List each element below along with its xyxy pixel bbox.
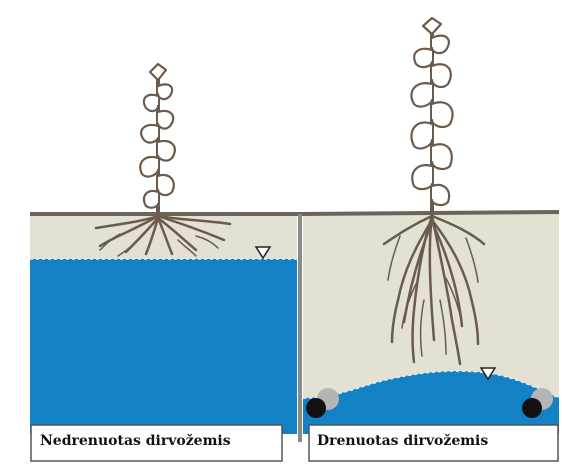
undrained-water: [30, 259, 297, 434]
undrained-soil-label: Nedrenuotas dirvožemis: [40, 433, 231, 449]
drained-plant: [411, 18, 452, 214]
undrained-plant: [140, 64, 175, 214]
drained-soil-label: Drenuotas dirvožemis: [317, 433, 488, 449]
ground-surface-line: [30, 212, 559, 214]
